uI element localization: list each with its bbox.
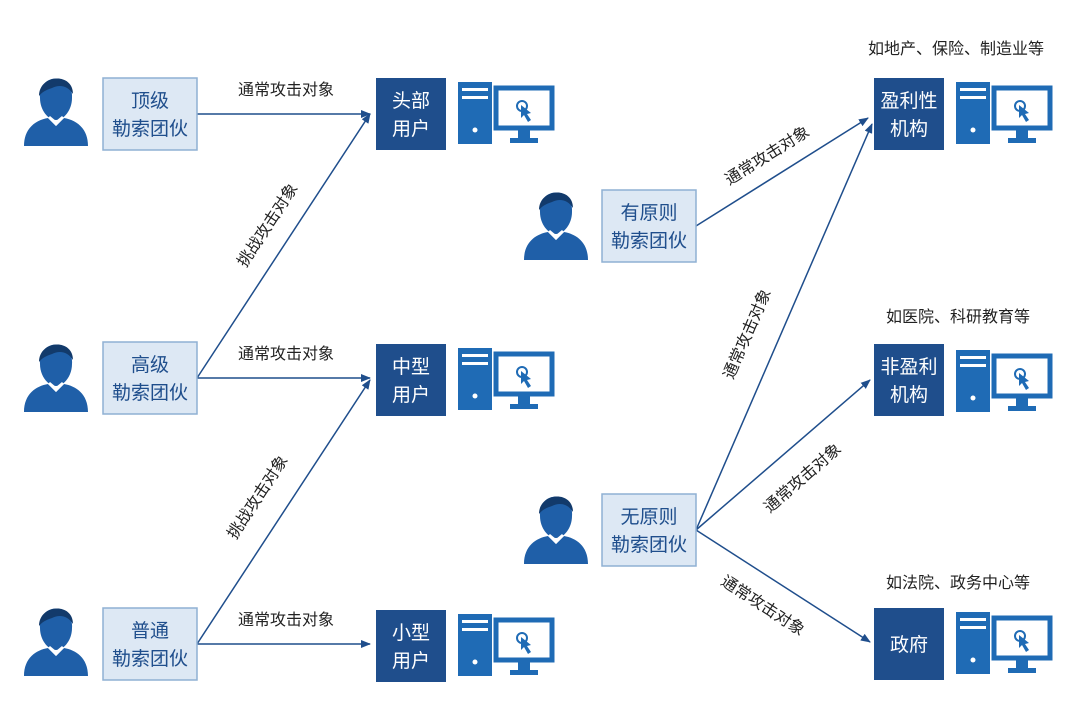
edge-label-senior-head: 挑战攻击对象 xyxy=(233,180,302,271)
edge-ordinary-small: 通常攻击对象 xyxy=(197,610,371,648)
gang-unprincipled-line2: 勒索团伙 xyxy=(611,534,687,556)
target-nonprofit-line2: 机构 xyxy=(890,384,928,406)
gang-principled-line2: 勒索团伙 xyxy=(611,230,687,252)
note-profit: 如地产、保险、制造业等 xyxy=(868,39,1044,58)
gang-senior-line1: 高级 xyxy=(131,354,169,376)
person-icon xyxy=(24,344,88,412)
computer-icon xyxy=(956,82,1050,144)
note-nonprofit: 如医院、科研教育等 xyxy=(886,307,1030,326)
edge-senior-head: 挑战攻击对象 xyxy=(196,113,371,379)
person-icon xyxy=(24,78,88,146)
target-head: 头部 用户 xyxy=(376,78,552,150)
edge-unprincipled-gov: 通常攻击对象 xyxy=(695,529,871,643)
edge-senior-mid: 通常攻击对象 xyxy=(197,344,371,382)
target-profit-line2: 机构 xyxy=(890,118,928,140)
person-icon xyxy=(524,192,588,260)
target-nonprofit: 非盈利 机构 xyxy=(874,344,1050,416)
edge-label-unprincipled-gov: 通常攻击对象 xyxy=(718,571,809,639)
target-gov-line1: 政府 xyxy=(890,634,928,656)
target-small-line2: 用户 xyxy=(392,650,430,672)
note-gov: 如法院、政务中心等 xyxy=(886,573,1030,592)
person-icon xyxy=(24,608,88,676)
gang-ordinary: 普通 勒索团伙 xyxy=(24,607,198,681)
gang-top-line2: 勒索团伙 xyxy=(112,118,188,140)
gang-senior-line2: 勒索团伙 xyxy=(112,382,188,404)
edge-principled-profit: 通常攻击对象 xyxy=(695,117,869,227)
edge-label-top-head: 通常攻击对象 xyxy=(238,80,334,99)
computer-icon xyxy=(956,350,1050,412)
target-small-line1: 小型 xyxy=(392,622,430,644)
gang-principled-line1: 有原则 xyxy=(620,202,677,224)
person-icon xyxy=(524,496,588,564)
edge-unprincipled-profit: 通常攻击对象 xyxy=(695,123,873,531)
edge-top-head: 通常攻击对象 xyxy=(197,80,371,118)
computer-icon xyxy=(458,348,552,410)
gang-ordinary-line1: 普通 xyxy=(131,620,169,642)
target-mid-line1: 中型 xyxy=(392,356,430,378)
gang-ordinary-line2: 勒索团伙 xyxy=(112,648,188,670)
edge-label-ordinary-mid: 挑战攻击对象 xyxy=(223,452,292,543)
gang-principled: 有原则 勒索团伙 xyxy=(524,189,697,263)
target-small: 小型 用户 xyxy=(376,610,552,682)
target-gov: 政府 xyxy=(874,608,1050,680)
edge-unprincipled-nonprofit: 通常攻击对象 xyxy=(695,379,871,531)
gang-unprincipled: 无原则 勒索团伙 xyxy=(524,493,697,567)
edge-label-unprincipled-nonprofit: 通常攻击对象 xyxy=(760,439,845,516)
gang-senior: 高级 勒索团伙 xyxy=(24,341,198,415)
computer-icon xyxy=(956,612,1050,674)
edge-label-ordinary-small: 通常攻击对象 xyxy=(238,610,334,629)
edge-ordinary-mid: 挑战攻击对象 xyxy=(196,379,371,645)
gang-top: 顶级 勒索团伙 xyxy=(24,77,198,151)
target-profit: 盈利性 机构 xyxy=(874,78,1050,150)
target-nonprofit-line1: 非盈利 xyxy=(880,356,937,378)
target-profit-line1: 盈利性 xyxy=(880,90,937,112)
gang-unprincipled-line1: 无原则 xyxy=(620,506,677,528)
target-mid: 中型 用户 xyxy=(376,344,552,416)
computer-icon xyxy=(458,82,552,144)
edge-label-principled-profit: 通常攻击对象 xyxy=(721,122,812,189)
computer-icon xyxy=(458,614,552,676)
target-mid-line2: 用户 xyxy=(392,384,430,406)
target-head-line2: 用户 xyxy=(392,118,430,140)
gang-top-line1: 顶级 xyxy=(131,90,169,112)
edge-label-senior-mid: 通常攻击对象 xyxy=(238,344,334,363)
target-head-line1: 头部 xyxy=(392,90,430,112)
